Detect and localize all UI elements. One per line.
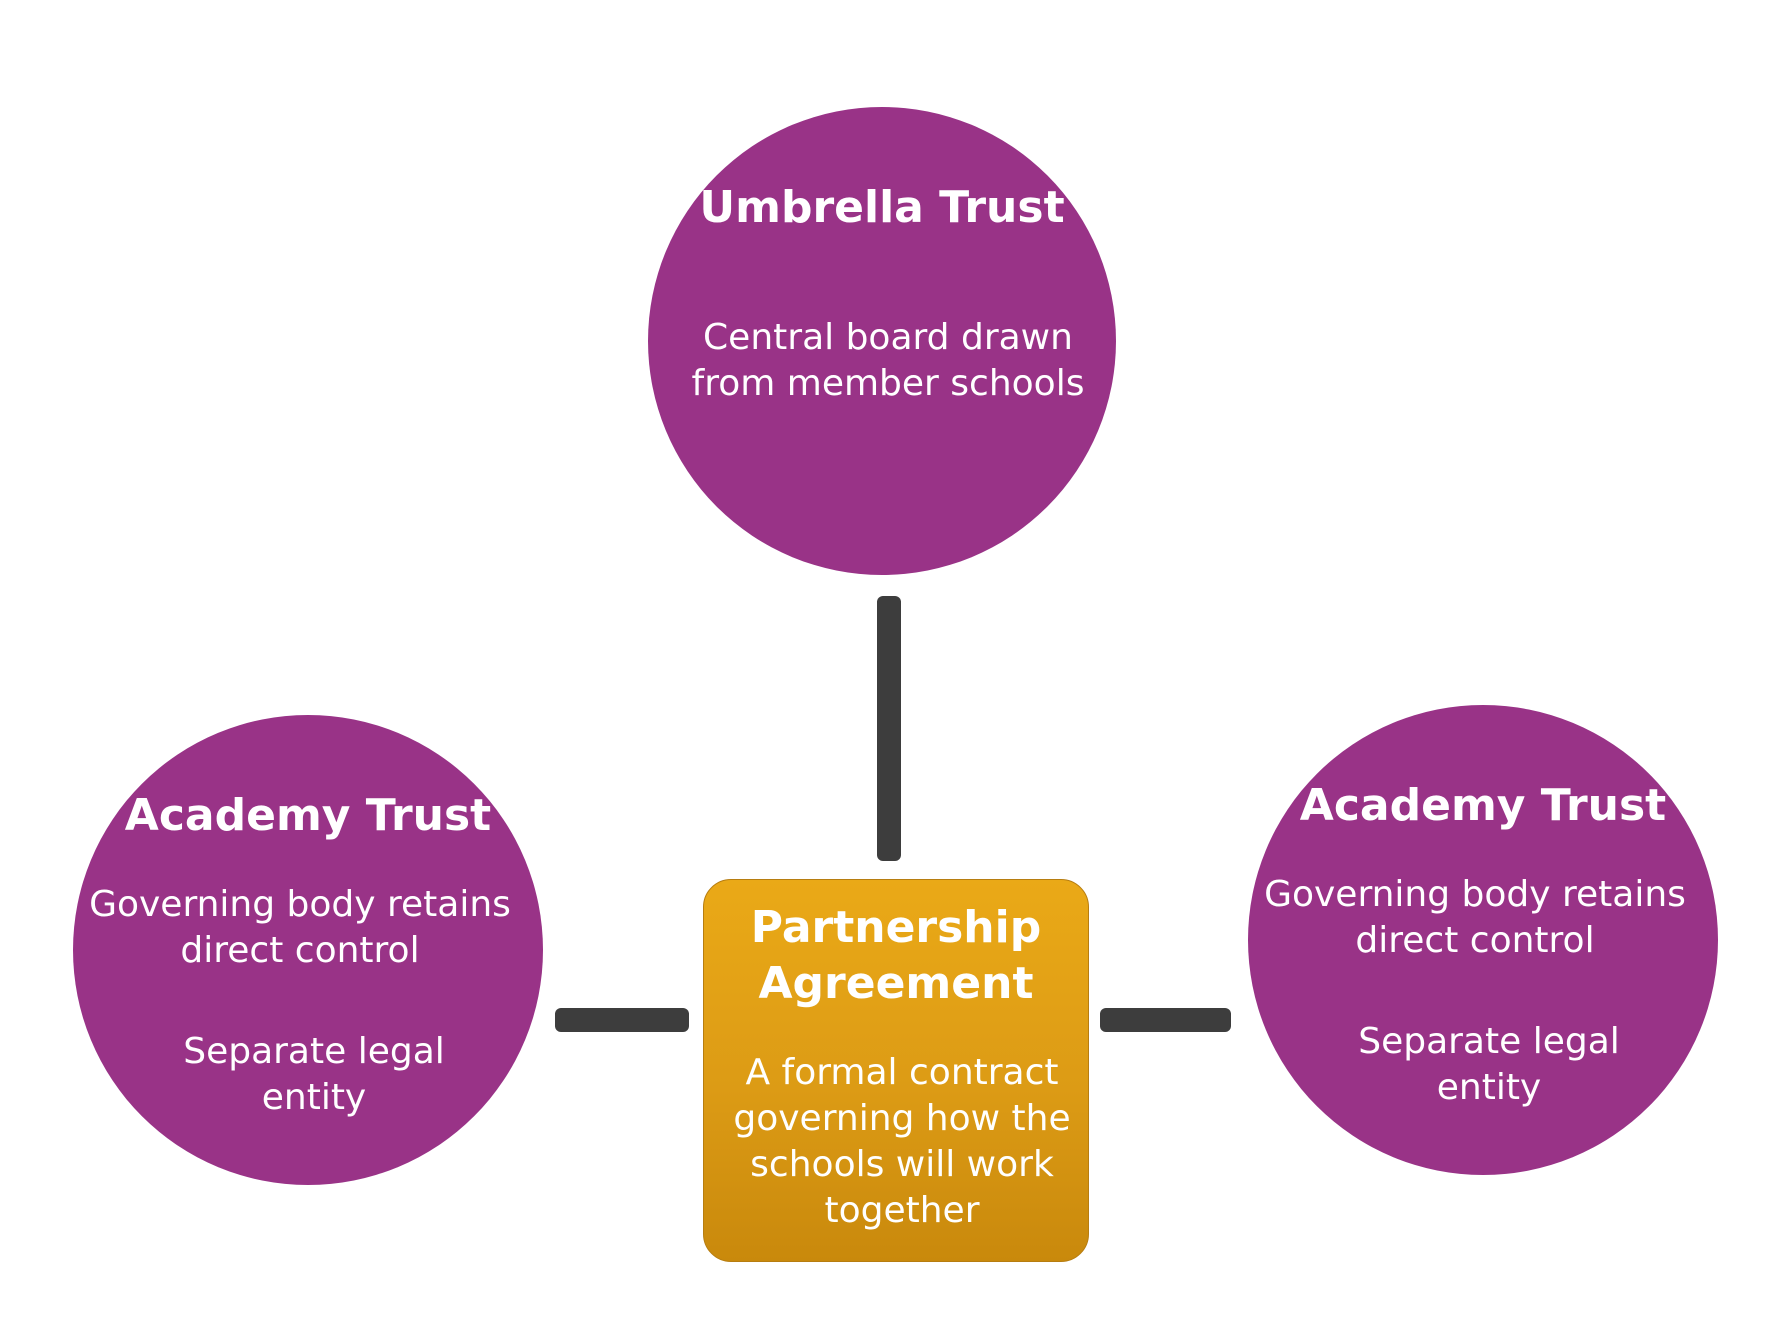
academy-trust-right-title: Academy Trust — [1299, 780, 1667, 831]
partnership-agreement-line-4: together — [824, 1190, 980, 1231]
academy-trust-left-control-line-2: direct control — [180, 930, 420, 971]
academy-trust-left-control: Governing body retains direct control — [65, 882, 535, 974]
partnership-agreement-description: A formal contract governing how the scho… — [710, 1050, 1094, 1234]
academy-trust-left-entity-line-1: Separate legal — [183, 1031, 445, 1072]
umbrella-trust-node: Umbrella Trust Central board drawn from … — [648, 107, 1116, 575]
academy-trust-right-control: Governing body retains direct control — [1240, 872, 1710, 964]
umbrella-trust-line-2: from member schools — [691, 363, 1085, 404]
connector-left-academy-partnership — [555, 1008, 689, 1032]
partnership-agreement-node: Partnership Agreement A formal contract … — [703, 879, 1089, 1262]
partnership-agreement-title-line-2: Agreement — [758, 958, 1034, 1009]
partnership-agreement-title: Partnership Agreement — [704, 900, 1088, 1012]
academy-trust-left-control-line-1: Governing body retains — [89, 884, 511, 925]
academy-trust-left-entity-line-2: entity — [261, 1077, 367, 1118]
connector-umbrella-partnership — [877, 596, 901, 861]
academy-trust-right-entity: Separate legal entity — [1254, 1019, 1724, 1111]
connector-right-academy-partnership — [1100, 1008, 1231, 1032]
umbrella-trust-title: Umbrella Trust — [699, 182, 1065, 233]
academy-trust-left-node: Academy Trust Governing body retains dir… — [73, 715, 543, 1185]
umbrella-trust-line-1: Central board drawn — [703, 317, 1073, 358]
academy-trust-left-title: Academy Trust — [124, 790, 492, 841]
academy-trust-right-entity-line-2: entity — [1436, 1067, 1542, 1108]
academy-trust-right-entity-line-1: Separate legal — [1358, 1021, 1620, 1062]
partnership-agreement-line-2: governing how the — [733, 1098, 1071, 1139]
academy-trust-right-control-line-2: direct control — [1355, 920, 1595, 961]
partnership-agreement-title-line-1: Partnership — [750, 902, 1042, 953]
partnership-agreement-line-3: schools will work — [750, 1144, 1054, 1185]
partnership-agreement-line-1: A formal contract — [745, 1052, 1059, 1093]
academy-trust-right-node: Academy Trust Governing body retains dir… — [1248, 705, 1718, 1175]
academy-trust-left-entity: Separate legal entity — [79, 1029, 549, 1121]
academy-trust-right-control-line-1: Governing body retains — [1264, 874, 1686, 915]
umbrella-trust-description: Central board drawn from member schools — [654, 315, 1122, 407]
